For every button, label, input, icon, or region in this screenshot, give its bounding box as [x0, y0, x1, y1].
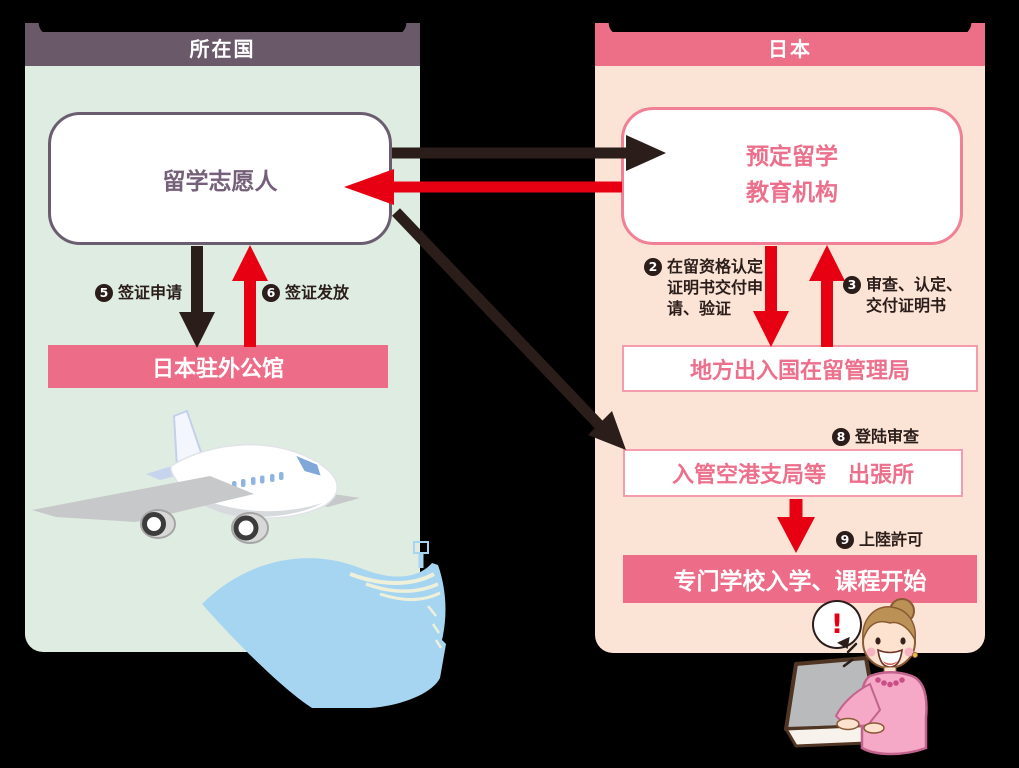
plane-cockpit-window — [291, 451, 324, 479]
hand — [863, 722, 885, 734]
step-9-badge: 9 — [836, 531, 854, 549]
school-enrollment-box: 专门学校入学、课程开始 — [623, 555, 977, 603]
step-8-badge: 8 — [832, 428, 850, 446]
hand — [836, 717, 860, 731]
label-landing-permission: 9 上陸許可 — [836, 530, 923, 551]
step-6-badge: 6 — [262, 284, 280, 302]
woman — [834, 598, 928, 756]
immigration-bureau-label: 地方出入国在留管理局 — [689, 358, 910, 384]
plane-belly — [177, 484, 322, 518]
header-corner-notch — [25, 23, 51, 33]
woman-at-laptop-illustration — [784, 598, 928, 756]
plane-main-wing — [32, 476, 254, 522]
ship-mast-top — [413, 541, 429, 554]
right-panel-header: 日本 — [595, 23, 985, 66]
school-box: 预定留学 教育机构 — [621, 107, 963, 245]
left-panel-header: 所在国 — [25, 23, 420, 66]
immigration-bureau-box: 地方出入国在留管理局 — [622, 345, 978, 392]
earring — [911, 652, 918, 659]
collar-beads — [875, 677, 905, 688]
left-panel-title: 所在国 — [189, 37, 256, 61]
right-panel-title: 日本 — [768, 37, 812, 61]
arrow-applicant-to-airport — [392, 208, 626, 450]
header-corner-notch — [595, 23, 621, 33]
label-coe-issuance: 3 审查、认定、 交付证明书 — [843, 275, 973, 317]
school-enrollment-label: 专门学校入学、课程开始 — [673, 569, 927, 595]
applicant-box-label: 留学志愿人 — [162, 168, 278, 195]
embassy-box-label: 日本驻外公馆 — [151, 356, 284, 382]
label-coe-application: 2 在留资格认定 证明书交付申 请、验证 — [644, 257, 768, 319]
speech-bubble: ! — [812, 600, 862, 649]
ship-deck-lines — [349, 572, 443, 649]
header-corner-notch — [394, 23, 420, 33]
label-visa-application: 5 签证申请 — [95, 283, 182, 304]
plane-engine — [140, 509, 176, 539]
applicant-box: 留学志愿人 — [48, 112, 392, 245]
airport-branch-box: 入管空港支局等 出張所 — [623, 449, 963, 497]
label-landing-examination: 8 登陆审查 — [832, 427, 919, 448]
header-bar — [595, 32, 985, 66]
embassy-box: 日本驻外公馆 — [48, 345, 388, 388]
exclamation-mark: ! — [830, 609, 844, 640]
step-3-badge: 3 — [843, 276, 861, 294]
hair — [862, 606, 916, 643]
airport-branch-label: 入管空港支局等 出張所 — [671, 463, 914, 488]
header-corner-notch — [959, 23, 985, 33]
step-5-badge: 5 — [95, 284, 113, 302]
ship-illustration — [202, 541, 446, 708]
airplane-illustration — [32, 409, 360, 544]
plane-engine — [231, 512, 269, 544]
school-box-label: 预定留学 教育机构 — [746, 144, 838, 206]
label-visa-issuance: 6 签证发放 — [262, 283, 349, 304]
header-bar — [25, 32, 420, 66]
step-2-badge: 2 — [644, 258, 662, 276]
